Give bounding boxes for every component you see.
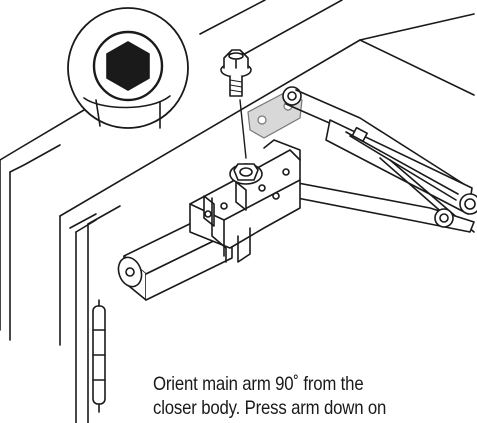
hex-socket-detail-icon (67, 7, 189, 129)
screw-alignment-line (239, 99, 247, 159)
door-jamb (75, 205, 121, 423)
instruction-text: Orient main arm 90˚ from the closer body… (153, 372, 428, 420)
door-frame-head (0, 0, 475, 346)
door-closer-body-icon (117, 139, 301, 301)
instruction-line-2: closer body. Press arm down on (153, 397, 387, 419)
door-hinge-icon (92, 299, 106, 413)
flange-screw-icon (220, 49, 252, 97)
forearm-icon (285, 89, 477, 233)
arm-pinion-nut (229, 163, 263, 185)
instruction-line-1: Orient main arm 90˚ from the (153, 373, 364, 395)
shoe-bracket-icon (247, 86, 303, 139)
